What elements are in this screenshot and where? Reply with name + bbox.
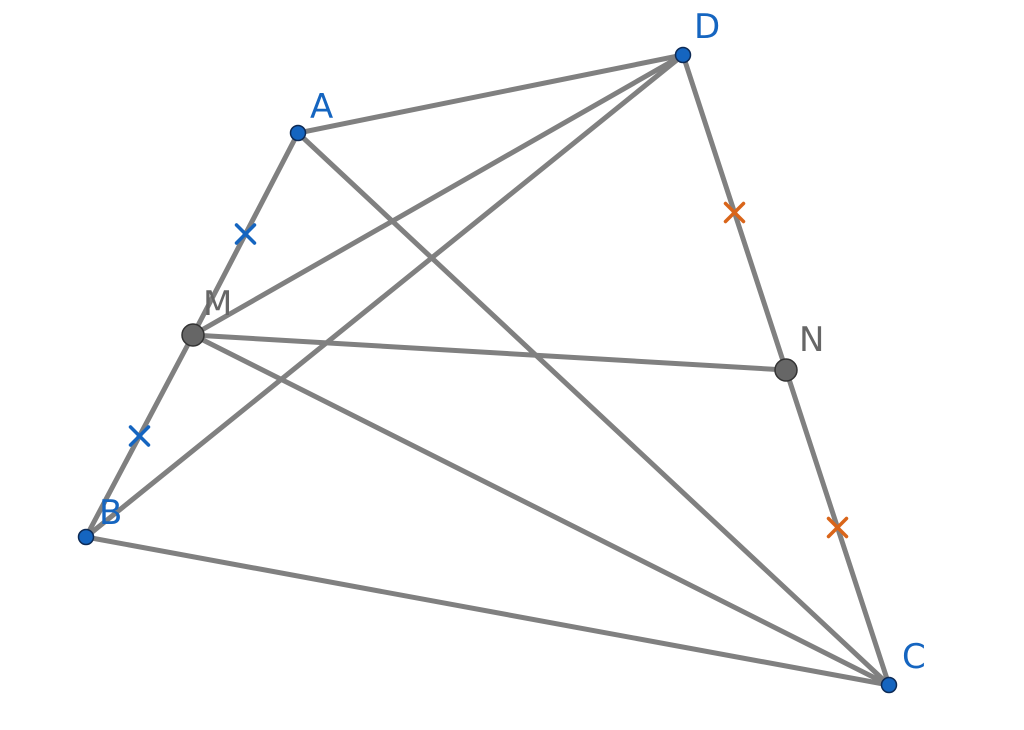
equal-mark-nc [826,516,849,539]
label-a: A [310,87,333,127]
points-layer [77,46,898,694]
label-c: C [902,637,926,677]
segment-md [190,52,686,338]
equal-mark-mb [128,425,151,447]
equal-mark-dn [723,201,746,224]
tick-marks-layer [128,201,849,539]
point-a [289,124,307,142]
point-n [774,358,798,382]
segment-ad [295,52,686,136]
segment-ac [295,130,892,688]
point-c [880,676,898,694]
label-n: N [799,320,824,360]
equal-mark-am [234,223,257,245]
point-b [77,528,95,546]
segments-layer [83,52,892,688]
segment-bd [83,52,686,540]
label-b: B [99,493,122,533]
segment-bc [83,534,892,688]
point-d [674,46,692,64]
labels-layer: A D M N B C [99,7,926,677]
label-m: M [203,284,232,324]
segment-mn [190,332,789,373]
label-d: D [694,7,720,47]
point-m [181,323,205,347]
segment-mc [190,332,892,688]
